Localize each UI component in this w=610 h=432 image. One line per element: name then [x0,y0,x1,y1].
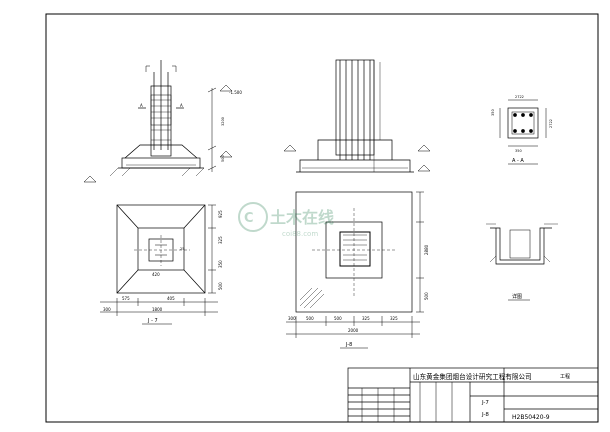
dim-right-1: 925 [218,210,223,218]
dim-right-4: 500 [218,282,223,290]
pit-detail-labels: 详图 [512,293,522,300]
j7-elevation [83,60,233,183]
dim-bottom-3: 420 [152,272,160,277]
title-block-text: 山东黄金集团烟台设计研究工程有限公司 工程 J-7 J-8 H2B50420-9 [413,372,570,421]
dim-right-2: 500 [424,292,429,300]
dim-bottom-1: 575 [122,296,130,301]
pit-caption: 详图 [512,293,522,300]
column-section-aa [499,99,547,147]
pit-detail [486,223,558,265]
svg-text:C: C [244,211,254,226]
j7-plan-labels: 925 325 350 500 25 575 405 420 1800 300 … [103,210,223,324]
aa-caption: A - A [512,158,524,164]
j8-elevation [283,59,431,173]
drawing-title-1: J-7 [481,400,489,406]
dim-bottom-1: 300 [288,316,296,321]
drawing-number: H2B50420-9 [512,414,550,421]
j7-elevation-labels: A A -1.500 3200 500 [140,90,242,162]
dim-bottom-5: 300 [103,307,111,312]
watermark: C 土木在线 coi88.com [238,202,334,238]
dim-inner: 25 [180,247,184,251]
level-top: -1.500 [229,90,242,95]
j7-caption: J - 7 [147,318,158,324]
aa-dim-top: 2722 [515,95,524,99]
dim-bottom-4: 325 [362,316,370,321]
section-mark-right: A [180,103,183,108]
dim-right-3: 350 [218,260,223,268]
dim-bottom-4: 1800 [152,307,163,312]
j7-plan [100,204,218,316]
j8-caption: J-8 [345,342,352,348]
dim-right-1: 2880 [424,244,429,255]
watermark-main: 土木在线 [270,208,334,227]
aa-dim-right: 2722 [549,119,553,128]
dim-bottom-2: 500 [306,316,314,321]
j8-plan [286,191,424,338]
section-mark-left: A [140,103,143,108]
dim-footing: 500 [221,155,225,162]
watermark-sub: coi88.com [282,230,318,238]
company-name: 山东黄金集团烟台设计研究工程有限公司 [413,372,532,381]
dim-bottom-2: 405 [167,296,175,301]
drawing-title-2: J-8 [481,412,489,418]
title-block [347,367,599,423]
j8-plan-labels: 2880 500 300 500 500 325 325 2000 J-8 [288,244,429,348]
sheet-border [45,13,599,423]
watermark-logo-icon: C [238,202,268,232]
dim-bottom-total: 2000 [348,328,359,333]
dim-height: 3200 [221,117,225,126]
dim-bottom-3: 500 [334,316,342,321]
column-section-labels: 350 2722 2722 350 A - A [491,95,553,164]
project-label: 工程 [560,373,570,380]
aa-dim-left: 350 [491,109,495,116]
aa-dim-bottom: 350 [515,149,522,153]
dim-bottom-5: 325 [390,316,398,321]
dim-right-2: 325 [218,236,223,244]
